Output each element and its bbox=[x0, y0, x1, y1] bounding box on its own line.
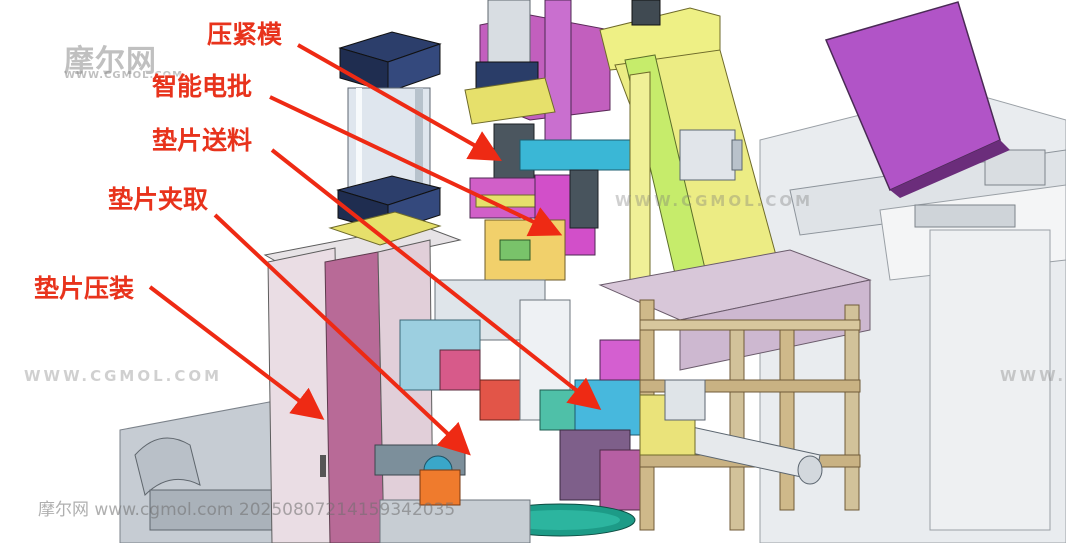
watermark-url-right: WWW.CGMOL.COM bbox=[1000, 367, 1066, 385]
watermark-logo: 摩尔网 bbox=[64, 44, 157, 79]
arrow-gasket-pick bbox=[213, 213, 471, 456]
arrow-smart-screwdriver bbox=[269, 95, 563, 237]
watermark-footer: 摩尔网 www.cgmol.com 20250807214159342035 bbox=[38, 500, 456, 520]
label-gasket-feed: 垫片送料 bbox=[152, 126, 253, 155]
watermark-url-left: WWW.CGMOL.COM bbox=[24, 367, 223, 385]
label-clamp-mold: 压紧模 bbox=[207, 20, 283, 49]
left-base bbox=[119, 399, 301, 544]
label-gasket-press: 垫片压装 bbox=[34, 274, 135, 303]
arrow-gasket-feed bbox=[270, 148, 602, 410]
label-gasket-pick: 垫片夹取 bbox=[108, 185, 209, 214]
right-housing bbox=[759, 89, 1066, 544]
label-smart-screwdriver: 智能电批 bbox=[152, 72, 253, 101]
air-cylinder bbox=[328, 31, 442, 246]
purple-lid bbox=[824, 1, 1010, 198]
rod-assembly bbox=[639, 379, 823, 485]
watermark-logo-url: WWW.CGMOL.COM bbox=[64, 70, 184, 81]
watermark-url-center: WWW.CGMOL.COM bbox=[615, 192, 814, 210]
arrow-clamp-mold bbox=[297, 43, 502, 161]
arrow-gasket-press bbox=[148, 285, 325, 420]
